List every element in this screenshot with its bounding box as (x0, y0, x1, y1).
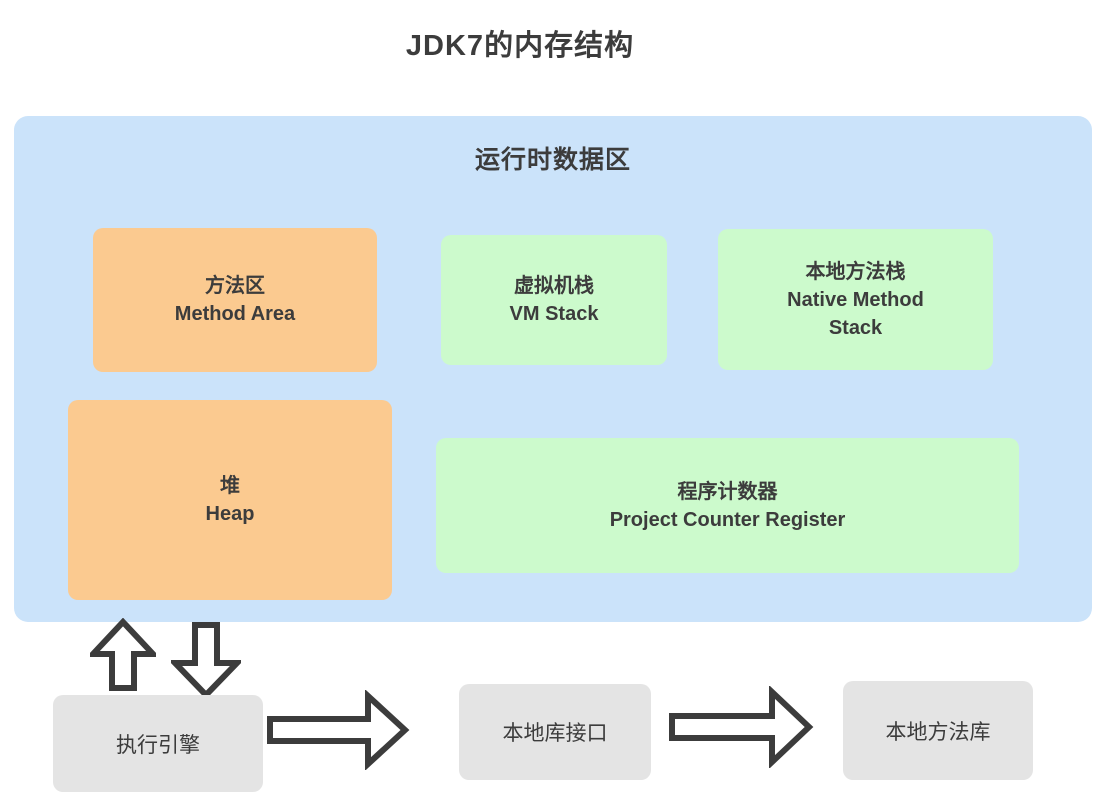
heap-label-en: Heap (205, 503, 255, 525)
vm-stack-label-en: VM Stack (509, 303, 599, 325)
heap-box: 堆 Heap (68, 400, 392, 600)
program-counter-label-en: Project Counter Register (609, 508, 846, 531)
native-library-interface-label: 本地库接口 (502, 722, 608, 745)
native-method-library-label: 本地方法库 (885, 720, 991, 744)
execution-engine-label: 执行引擎 (116, 733, 200, 757)
native-method-stack-box: 本地方法栈 Native Method Stack (718, 229, 993, 370)
execution-engine-box: 执行引擎 (53, 695, 263, 792)
vm-stack-label-zh: 虚拟机栈 (514, 275, 594, 297)
arrow-up-icon (90, 618, 156, 692)
program-counter-box: 程序计数器 Project Counter Register (436, 438, 1019, 573)
method-area-box: 方法区 Method Area (93, 228, 377, 372)
native-method-library-box: 本地方法库 (843, 681, 1033, 780)
native-method-stack-label-en: Native Method Stack (787, 288, 924, 339)
arrow-right-icon (668, 686, 814, 768)
native-library-interface-box: 本地库接口 (459, 684, 651, 780)
program-counter-label-zh: 程序计数器 (677, 480, 778, 503)
runtime-data-area-container: 运行时数据区 方法区 Method Area 虚拟机栈 VM Stack 本地方… (14, 116, 1092, 622)
page-title: JDK7的内存结构 (405, 30, 635, 62)
method-area-label-zh: 方法区 (205, 275, 265, 297)
method-area-label-en: Method Area (174, 303, 296, 325)
arrow-right-icon (266, 690, 410, 770)
heap-label-zh: 堆 (220, 475, 240, 497)
vm-stack-box: 虚拟机栈 VM Stack (441, 235, 667, 365)
runtime-data-area-title: 运行时数据区 (474, 146, 631, 174)
native-method-stack-label-zh: 本地方法栈 (805, 260, 906, 283)
arrow-down-icon (171, 621, 241, 699)
